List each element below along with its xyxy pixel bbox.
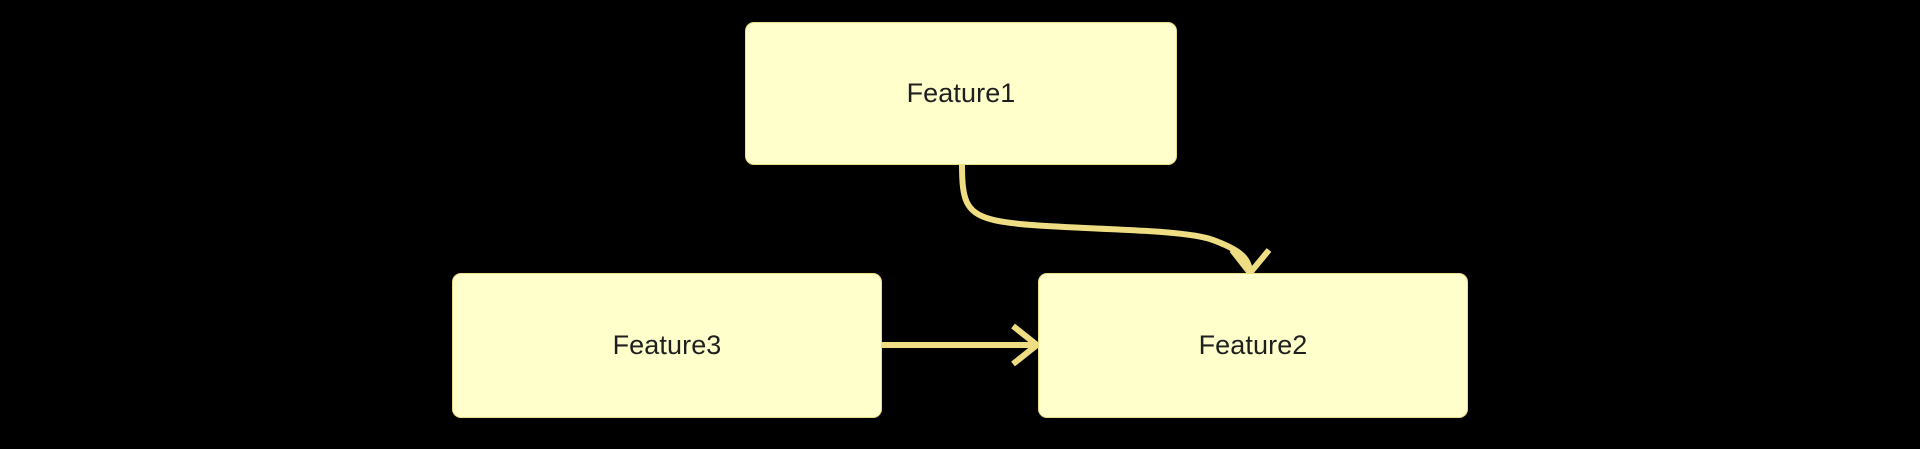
edge-feature3-feature2-arrowhead-icon (1011, 323, 1042, 367)
node-feature1[interactable]: Feature1 (745, 22, 1177, 165)
node-feature2[interactable]: Feature2 (1038, 273, 1468, 418)
edge-feature3-feature2[interactable] (882, 323, 1042, 367)
node-feature3-label: Feature3 (612, 330, 722, 360)
edge-feature1-feature2-arrowhead-icon (1229, 248, 1272, 278)
edge-feature1-feature2[interactable] (959, 162, 1272, 278)
edge-feature1-feature2-path (959, 162, 1253, 275)
node-feature1-label: Feature1 (906, 78, 1016, 108)
node-feature3[interactable]: Feature3 (452, 273, 882, 418)
node-feature2-label: Feature2 (1198, 330, 1308, 360)
